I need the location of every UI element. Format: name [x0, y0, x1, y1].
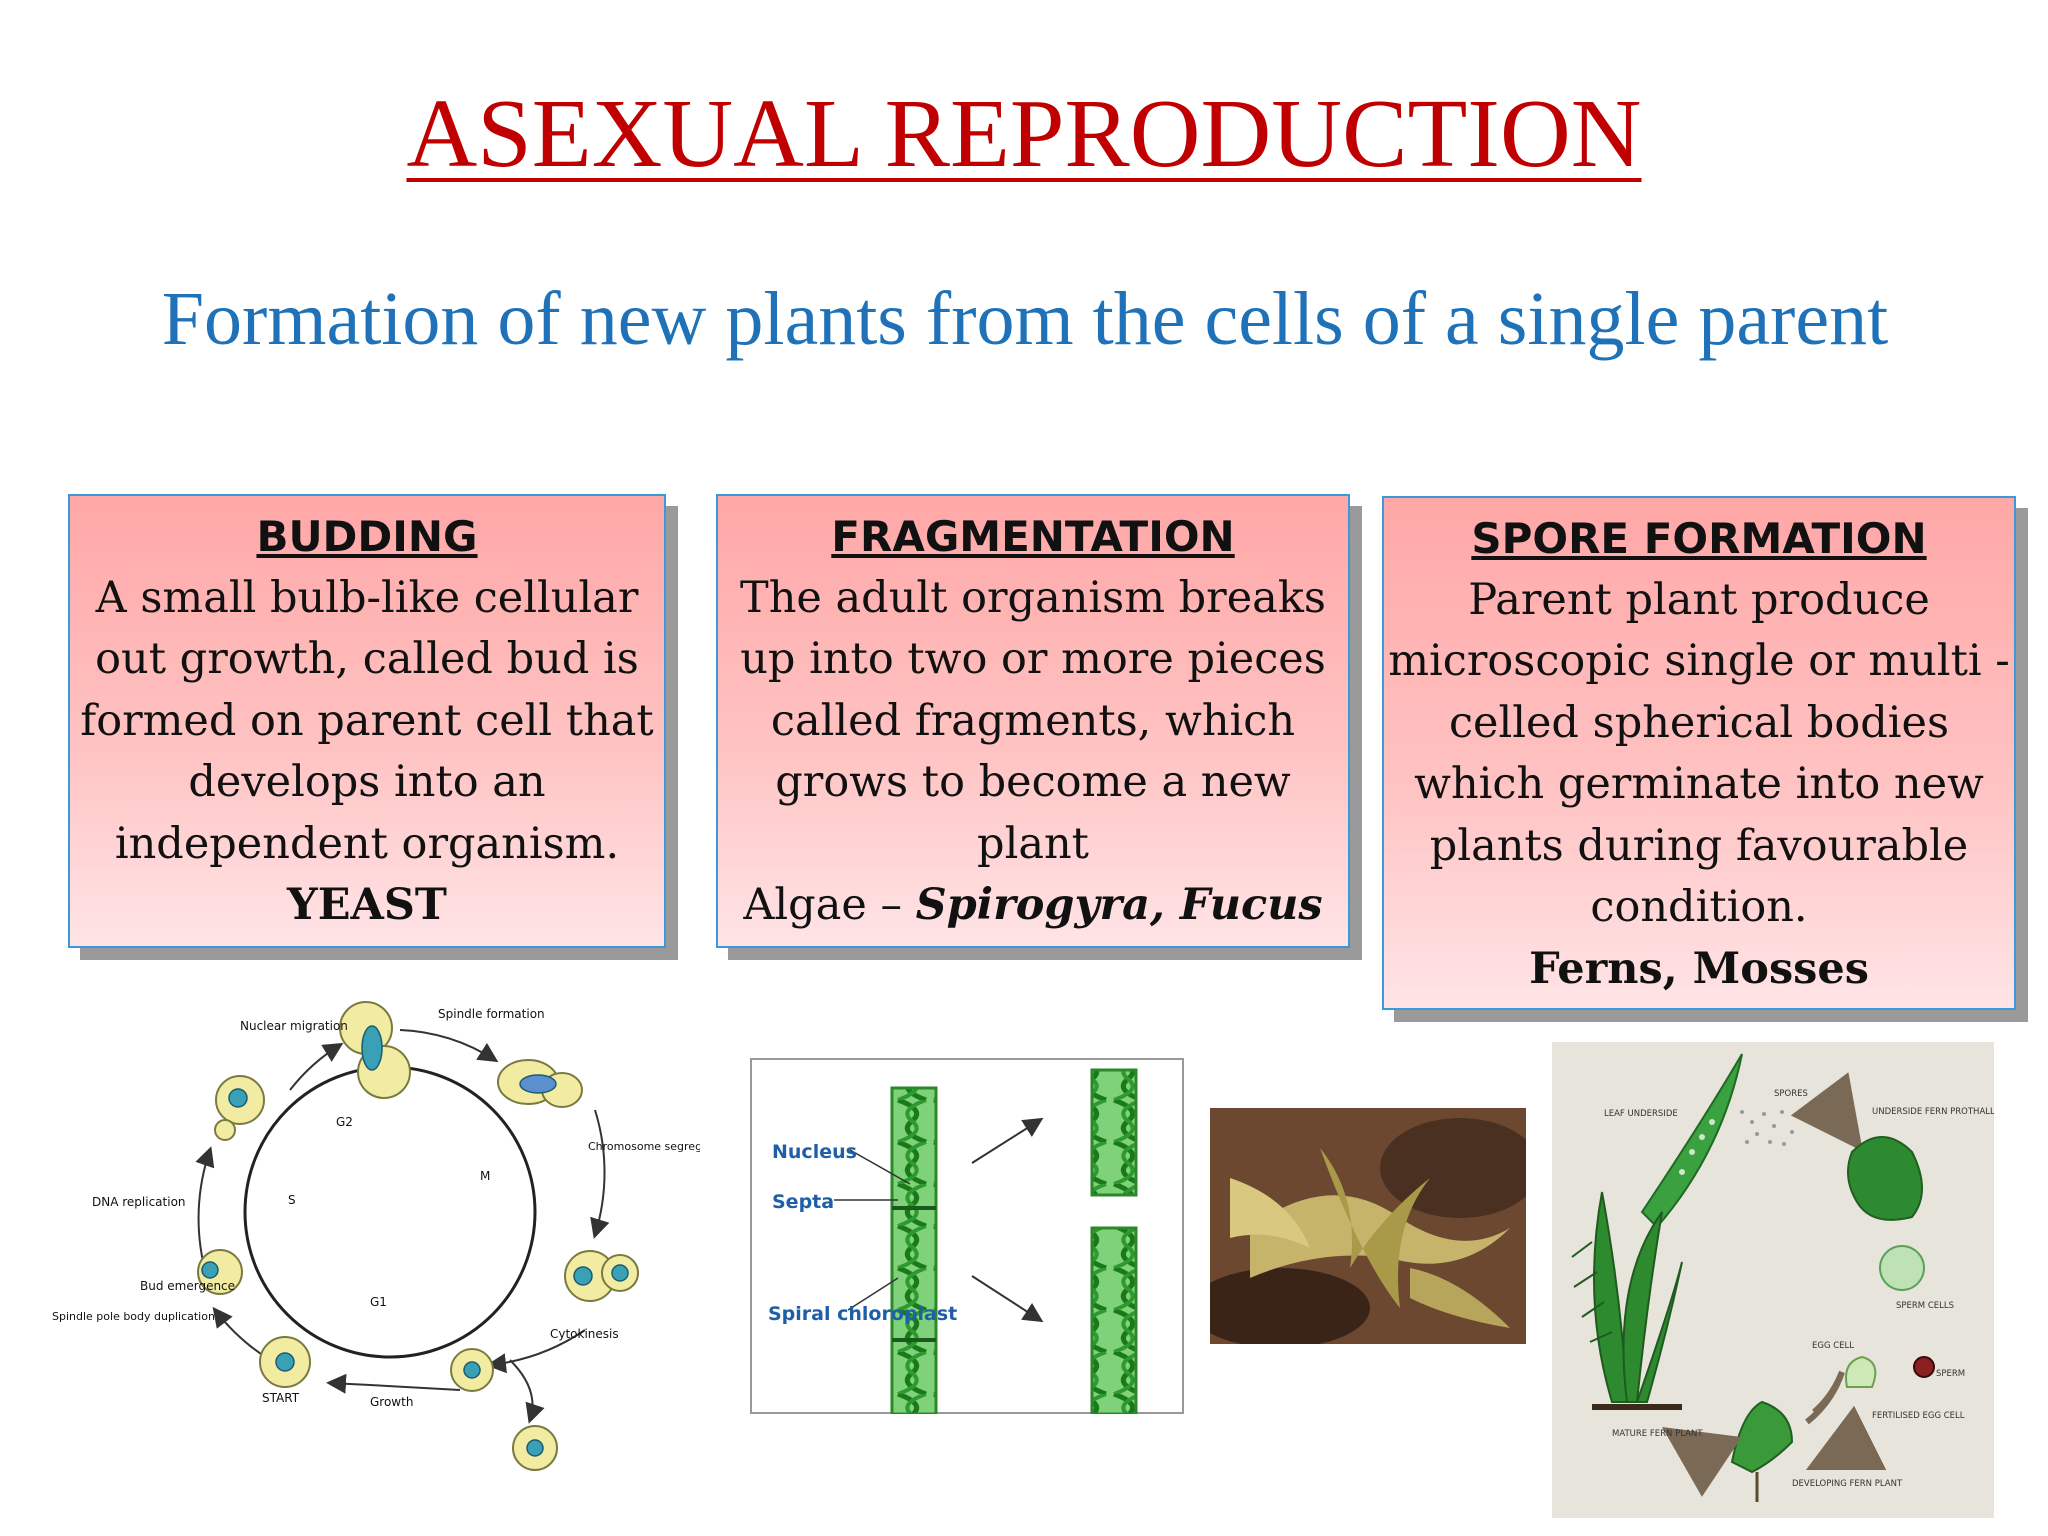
label-mature: MATURE FERN PLANT — [1612, 1429, 1703, 1439]
spirogyra-diagram: Nucleus Septa Spiral chloroplast — [750, 1058, 1184, 1414]
label-m: M — [480, 1169, 490, 1183]
label-dna-replication: DNA replication — [92, 1195, 186, 1209]
label-developing: DEVELOPING FERN PLANT — [1792, 1479, 1903, 1489]
spore-example: Ferns, Mosses — [1529, 943, 1869, 994]
label-growth: Growth — [370, 1395, 413, 1409]
slide-title: ASEXUAL REPRODUCTION — [406, 80, 1642, 188]
label-start: START — [262, 1391, 300, 1405]
fragmentation-example-prefix: Algae – — [743, 880, 916, 930]
label-cytokinesis: Cytokinesis — [550, 1327, 619, 1341]
label-fertilised-egg: FERTILISED EGG CELL — [1872, 1411, 1965, 1421]
spore-heading: SPORE FORMATION — [1471, 514, 1927, 563]
slide-subtitle: Formation of new plants from the cells o… — [161, 277, 1889, 361]
label-underside-prothallus: UNDERSIDE FERN PROTHALLUS — [1872, 1107, 1994, 1117]
label-sperm: SPERM — [1936, 1369, 1965, 1379]
fragmentation-text: The adult organism breaks up into two or… — [740, 572, 1326, 869]
label-septa: Septa — [772, 1191, 834, 1213]
label-leaf-underside: LEAF UNDERSIDE — [1604, 1109, 1678, 1119]
label-egg-cell: EGG CELL — [1812, 1341, 1854, 1351]
label-bud-emergence: Bud emergence — [140, 1279, 235, 1293]
label-nuclear-migration: Nuclear migration — [240, 1019, 348, 1033]
budding-heading: BUDDING — [256, 512, 478, 561]
fern-life-cycle-diagram: LEAF UNDERSIDE SPORES UNDERSIDE FERN PRO… — [1552, 1042, 1994, 1518]
label-sperm-cells: SPERM CELLS — [1896, 1301, 1954, 1311]
label-s: S — [288, 1193, 296, 1207]
label-spindle-formation: Spindle formation — [438, 1007, 545, 1021]
spore-formation-box: SPORE FORMATION Parent plant produce mic… — [1382, 496, 2016, 1010]
label-chromosome: Chromosome segregation, nuclear division — [588, 1140, 700, 1153]
fucus-photo — [1210, 1108, 1526, 1344]
budding-box: BUDDING A small bulb-like cellular out g… — [68, 494, 666, 948]
label-g1: G1 — [370, 1295, 387, 1309]
label-spores: SPORES — [1774, 1089, 1808, 1099]
label-nucleus: Nucleus — [772, 1141, 857, 1163]
label-spiral-chloroplast: Spiral chloroplast — [768, 1303, 957, 1325]
fragmentation-heading: FRAGMENTATION — [831, 512, 1235, 561]
fragmentation-example: Algae – Spirogyra, Fucus — [718, 875, 1348, 937]
budding-example: YEAST — [287, 880, 447, 930]
label-spiral-chloroplast-text: Spiral chloroplast — [768, 1303, 957, 1325]
fragmentation-box: FRAGMENTATION The adult organism breaks … — [716, 494, 1350, 948]
budding-text: A small bulb-like cellular out growth, c… — [80, 572, 654, 869]
label-g2: G2 — [336, 1115, 353, 1129]
fragmentation-example-species: Spirogyra, Fucus — [915, 880, 1323, 930]
yeast-budding-diagram: Nuclear migration Spindle formation Chro… — [52, 1001, 700, 1471]
spore-text: Parent plant produce microscopic single … — [1388, 574, 2010, 933]
label-spindle-pole: Spindle pole body duplication — [52, 1310, 215, 1323]
